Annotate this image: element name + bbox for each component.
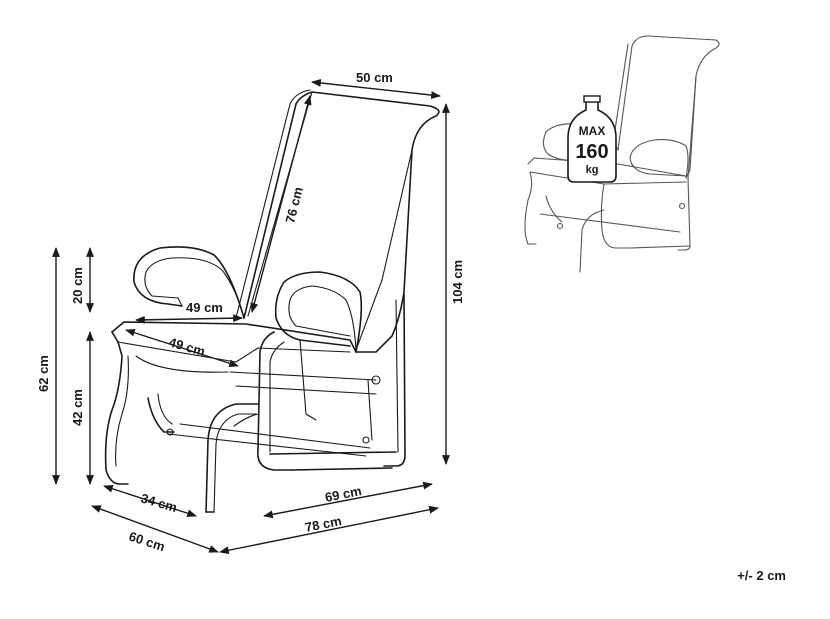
dimension-lines [52,79,450,555]
label-49cm-seat: 49 cm [167,334,207,359]
label-49cm-armrest: 49 cm [186,300,223,315]
label-60cm: 60 cm [127,529,167,555]
main-chair-drawing [104,89,440,513]
max-weight-badge: MAX 160 kg [567,95,617,183]
label-20cm: 20 cm [70,267,85,304]
label-42cm: 42 cm [70,389,85,426]
badge-max-label: MAX [579,124,606,138]
label-78cm: 78 cm [304,513,343,535]
tolerance-note: +/- 2 cm [737,568,786,583]
label-104cm: 104 cm [450,260,465,304]
label-76cm: 76 cm [282,185,305,224]
small-chair-drawing [524,35,720,273]
label-69cm: 69 cm [324,483,363,505]
label-62cm: 62 cm [36,355,51,392]
label-50cm: 50 cm [356,70,393,85]
label-34cm: 34 cm [139,490,179,515]
badge-weight-value: 160 [575,141,608,163]
badge-unit: kg [586,164,599,176]
